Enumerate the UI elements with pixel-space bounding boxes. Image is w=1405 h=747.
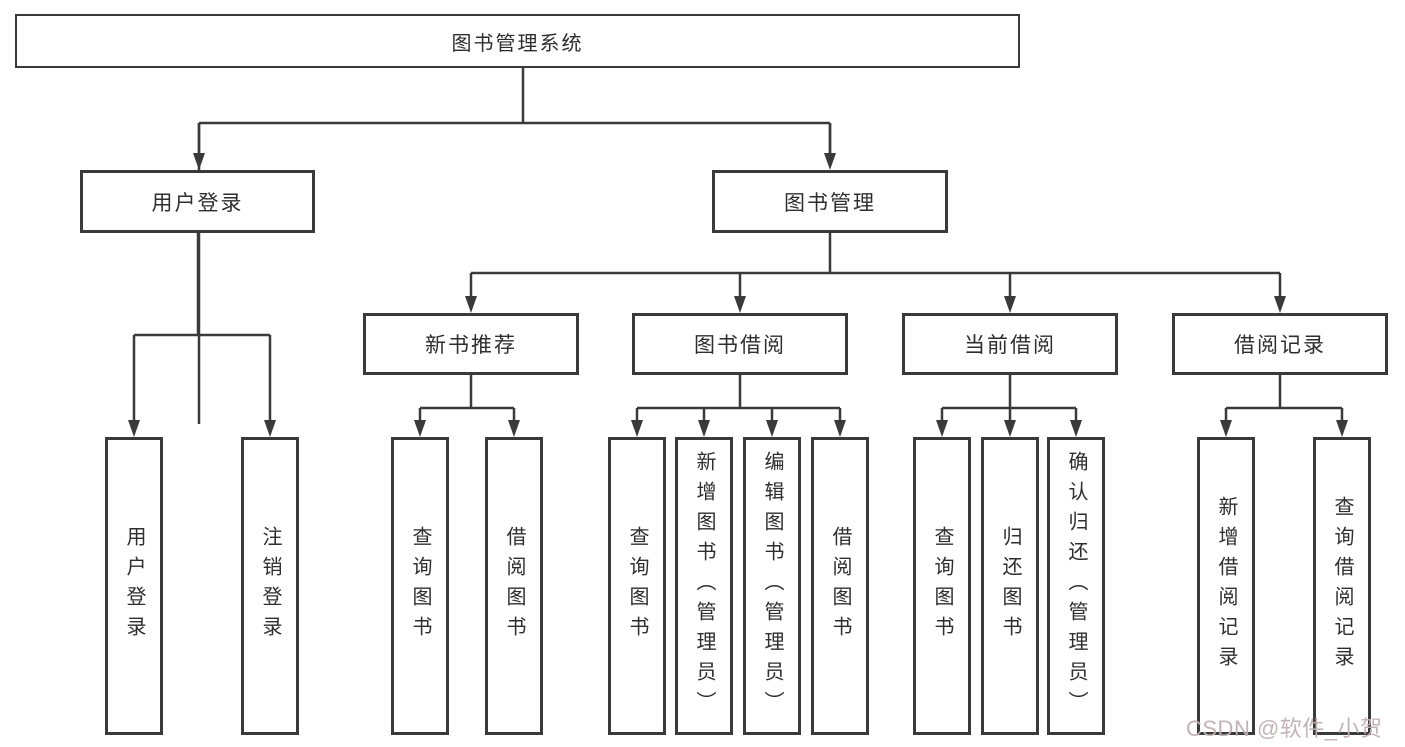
node-user-login-label: 用户登录 [151, 191, 244, 215]
node-book-borrowing-label: 图书借阅 [694, 334, 786, 357]
leaf-br-add-record-label: 新增借阅记录 [1215, 496, 1237, 676]
leaf-bb-edit-books-admin: 编辑图书（管理员） [743, 437, 801, 735]
leaf-cb-query-books: 查询图书 [913, 437, 971, 735]
leaf-user-login-label: 用户登录 [123, 526, 145, 646]
leaf-bb-borrow-books-label: 借阅图书 [829, 526, 851, 646]
leaf-bb-add-books-admin: 新增图书（管理员） [675, 437, 733, 735]
leaf-logout-label: 注销登录 [259, 526, 281, 646]
node-user-login: 用户登录 [80, 170, 315, 233]
leaf-nb-query-books-label: 查询图书 [409, 526, 431, 646]
node-book-management-label: 图书管理 [784, 191, 876, 215]
leaf-nb-query-books: 查询图书 [391, 437, 449, 735]
leaf-br-add-record: 新增借阅记录 [1197, 437, 1255, 735]
leaf-cb-confirm-return-admin-label: 确认归还（管理员） [1065, 451, 1087, 721]
csdn-watermark: CSDN @软件_小贺同学 [1186, 716, 1383, 741]
leaf-cb-confirm-return-admin: 确认归还（管理员） [1047, 437, 1105, 735]
leaf-cb-return-books: 归还图书 [981, 437, 1039, 735]
node-current-borrowing-label: 当前借阅 [964, 334, 1056, 357]
leaf-br-query-record-label: 查询借阅记录 [1331, 496, 1353, 676]
leaf-logout: 注销登录 [241, 437, 299, 735]
leaf-br-query-record: 查询借阅记录 [1313, 437, 1371, 735]
node-root-label: 图书管理系统 [451, 32, 584, 55]
node-borrow-records: 借阅记录 [1172, 313, 1388, 375]
leaf-cb-return-books-label: 归还图书 [999, 526, 1021, 646]
leaf-bb-add-books-admin-label: 新增图书（管理员） [693, 451, 715, 721]
leaf-nb-borrow-books: 借阅图书 [485, 437, 543, 735]
node-book-borrowing: 图书借阅 [632, 313, 848, 375]
leaf-bb-borrow-books: 借阅图书 [811, 437, 869, 735]
node-new-book-recommend: 新书推荐 [363, 313, 579, 375]
node-new-book-recommend-label: 新书推荐 [425, 334, 517, 357]
leaf-nb-borrow-books-label: 借阅图书 [503, 526, 525, 646]
leaf-bb-query-books-label: 查询图书 [626, 526, 648, 646]
node-book-management: 图书管理 [712, 170, 948, 233]
node-current-borrowing: 当前借阅 [902, 313, 1118, 375]
leaf-bb-query-books: 查询图书 [608, 437, 666, 735]
leaf-bb-edit-books-admin-label: 编辑图书（管理员） [761, 451, 783, 721]
node-borrow-records-label: 借阅记录 [1234, 334, 1326, 357]
node-root: 图书管理系统 [15, 14, 1020, 68]
leaf-cb-query-books-label: 查询图书 [931, 526, 953, 646]
leaf-user-login: 用户登录 [105, 437, 163, 735]
